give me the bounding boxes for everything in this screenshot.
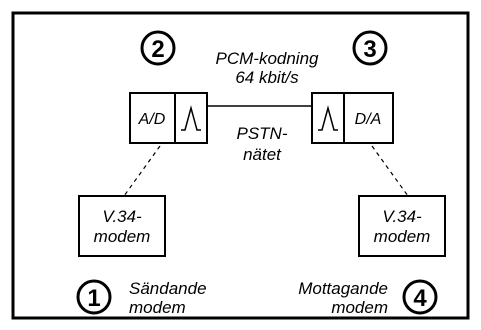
marker-2-label: 2	[151, 36, 164, 63]
marker-4-circle	[402, 279, 438, 315]
da-converter-box	[343, 92, 394, 144]
receiver-label-line2: modem	[331, 298, 388, 317]
marker-2-circle	[140, 30, 176, 66]
right-modem-box	[358, 195, 446, 257]
pstn-label-line1: PSTN-	[237, 124, 288, 143]
sender-label-line2: modem	[129, 298, 186, 317]
left-modem-line2: modem	[94, 227, 151, 246]
right-modem-line1: V.34-	[382, 207, 422, 226]
ad-converter-box	[129, 92, 176, 144]
right-switch-box	[311, 92, 345, 144]
marker-3: 3	[352, 30, 388, 66]
left-dashed-link	[123, 145, 161, 197]
marker-3-circle	[352, 30, 388, 66]
sender-label-line1: Sändande	[129, 279, 207, 298]
left-modem: V.34- modem	[78, 195, 166, 257]
left-converter: A/D	[129, 92, 208, 144]
pcm-coding-label: PCM-kodning	[216, 49, 320, 68]
pcm-rate-label: 64 kbit/s	[235, 68, 299, 87]
receiver-label-line1: Mottagande	[298, 279, 388, 298]
left-modem-line1: V.34-	[102, 207, 142, 226]
marker-3-label: 3	[363, 36, 376, 63]
marker-1-label: 1	[87, 285, 100, 312]
outer-frame	[11, 11, 470, 320]
right-modem: V.34- modem	[358, 195, 446, 257]
right-modem-line2: modem	[374, 227, 431, 246]
left-switch-icon	[181, 105, 201, 131]
right-switch-icon	[318, 105, 338, 131]
marker-2: 2	[140, 30, 176, 66]
left-switch-box	[174, 92, 208, 144]
marker-1-circle	[76, 279, 112, 315]
marker-4: 4	[402, 279, 438, 315]
pstn-label-line2: nätet	[243, 145, 282, 164]
left-modem-box	[78, 195, 166, 257]
ad-converter-label: A/D	[138, 111, 166, 128]
marker-1: 1	[76, 279, 112, 315]
marker-4-label: 4	[413, 285, 427, 312]
right-converter: D/A	[311, 92, 394, 144]
da-converter-label: D/A	[355, 111, 382, 128]
right-dashed-link	[371, 145, 409, 197]
